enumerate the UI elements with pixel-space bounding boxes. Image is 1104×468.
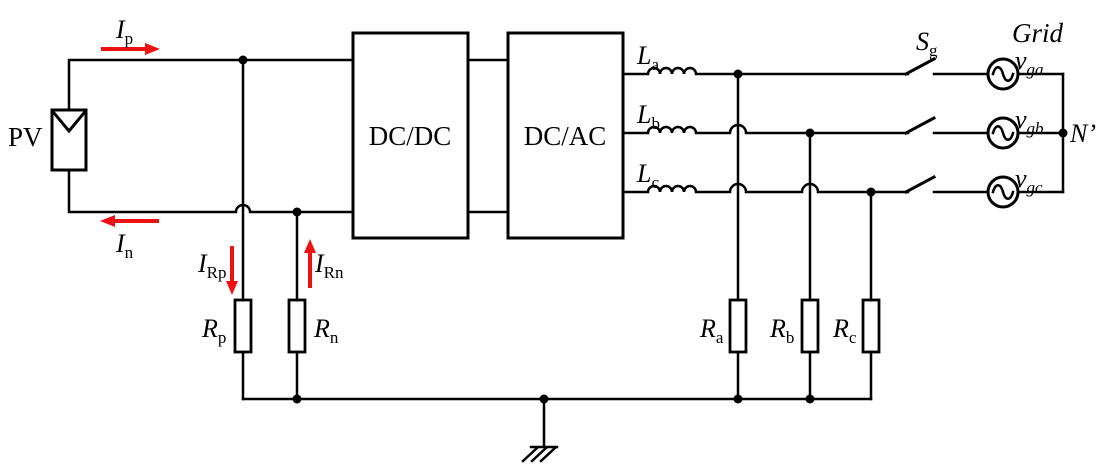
source-vga-label: vga <box>1015 46 1044 79</box>
junction-dot-n-prime <box>1058 128 1068 138</box>
sine-icon <box>991 66 1015 82</box>
inductor-lc-label: Lc <box>636 159 659 192</box>
resistor-rn-label: Rn <box>313 314 339 347</box>
pv-label: PV <box>8 122 43 152</box>
dc-link-wires <box>466 58 510 214</box>
junction-dot <box>539 394 549 404</box>
resistor-rc-label: Rc <box>832 314 857 347</box>
current-arrow-shafts <box>101 47 312 288</box>
dcac-block <box>506 31 625 240</box>
ac-source-vgb <box>986 116 1020 150</box>
pv-positive-wire <box>67 58 355 112</box>
junction-dot <box>238 55 248 65</box>
switch-sg-blades <box>903 56 937 195</box>
junction-dot <box>733 394 743 404</box>
junction-dot <box>805 394 815 404</box>
junction-dot <box>866 187 876 197</box>
sine-icon <box>991 125 1015 141</box>
in-arrowhead-left-icon <box>100 215 115 227</box>
junction-dot <box>292 394 302 404</box>
phase-a-wire-with-inductor-la <box>621 66 910 76</box>
pv-cell <box>50 108 88 172</box>
irn-arrowhead-up-icon <box>304 239 316 253</box>
wire-layer <box>50 31 1065 463</box>
ac-source-vga <box>986 57 1020 91</box>
pv-negative-wire <box>67 168 355 214</box>
resistor-rp <box>233 298 253 354</box>
resistor-rp-label: Rp <box>201 314 226 347</box>
ac-source-vgc <box>986 175 1020 209</box>
current-arrow-heads <box>100 43 316 295</box>
current-ip-label: Ip <box>115 15 133 48</box>
irp-arrowhead-down-icon <box>226 281 238 295</box>
junction-dots <box>238 55 1068 404</box>
resistor-rc <box>861 298 881 354</box>
resistor-rn <box>287 298 307 354</box>
resistor-ra <box>728 298 748 354</box>
current-in-label: In <box>115 229 134 262</box>
junction-dot <box>292 207 302 217</box>
current-irn-label: IRn <box>314 249 344 282</box>
phase-c-wire-with-inductor-lc <box>621 182 910 194</box>
dcdc-label: DC/DC <box>369 121 452 151</box>
dcac-label: DC/AC <box>524 121 607 151</box>
current-irp-label: IRp <box>197 249 227 282</box>
dcdc-block <box>351 31 470 240</box>
sine-icon <box>991 184 1015 200</box>
junction-dot <box>805 128 815 138</box>
source-vgc-label: vgc <box>1015 164 1043 197</box>
junction-dot <box>733 69 743 79</box>
ip-arrowhead-right-icon <box>145 43 160 55</box>
neutral-n-prime-label: N’ <box>1069 119 1096 148</box>
ground-symbol <box>521 397 559 463</box>
phase-b-wire-with-inductor-lb <box>621 123 910 135</box>
grid-title-label: Grid <box>1012 18 1064 48</box>
source-vgb-label: vgb <box>1015 105 1044 138</box>
resistor-rb <box>800 298 820 354</box>
resistor-rb-label: Rb <box>769 314 794 347</box>
inductor-la-label: La <box>636 41 659 74</box>
inductor-lb-label: Lb <box>636 100 660 133</box>
label-layer: PV Ip In IRp IRn Rp Rn Ra Rb Rc La Lb Lc… <box>8 15 1096 347</box>
pv-chevron <box>51 110 87 134</box>
switch-sg-label: Sg <box>916 27 938 60</box>
resistor-ra-label: Ra <box>699 314 724 347</box>
